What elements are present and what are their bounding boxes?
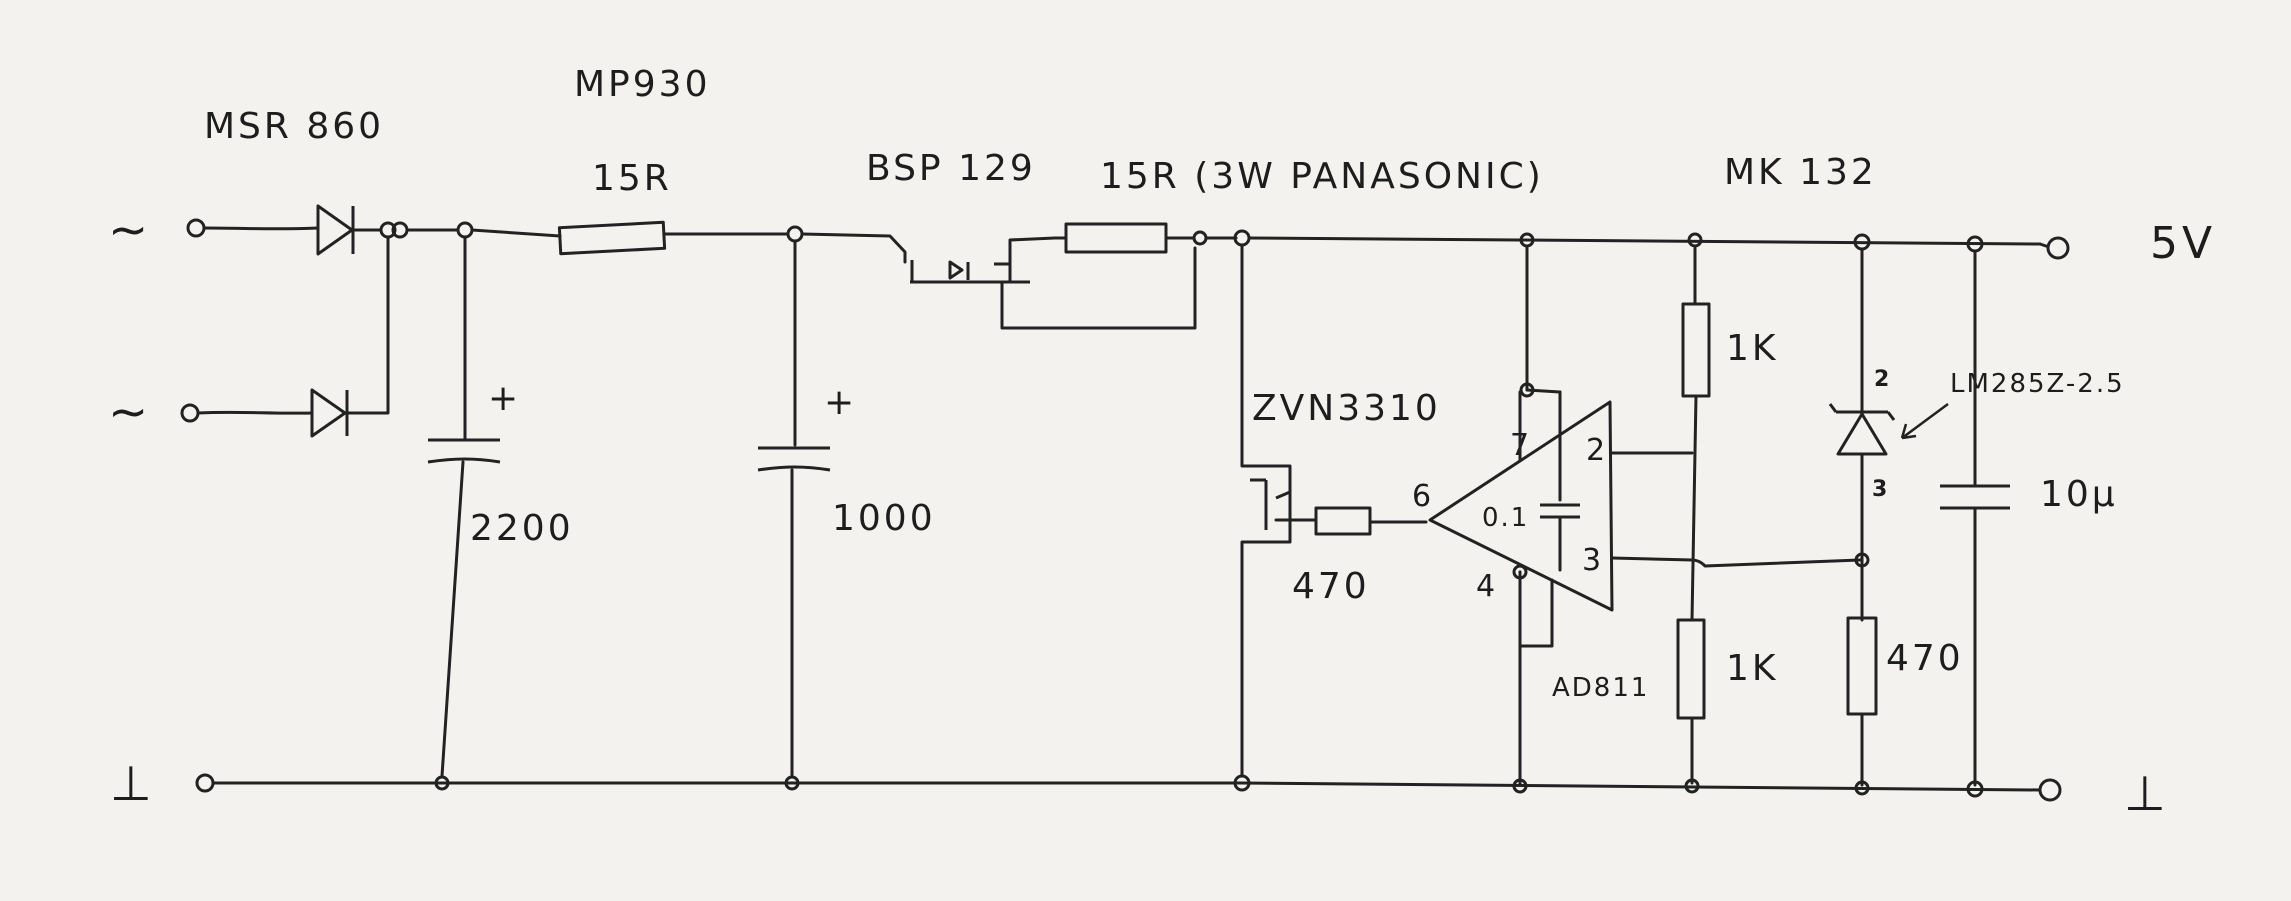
cap2-polarity: +	[824, 382, 857, 423]
opamp-pin-4: 4	[1476, 569, 1495, 604]
diode-1	[316, 204, 355, 256]
node-cap2-top	[786, 225, 804, 243]
r-bottom-label: 1K	[1726, 648, 1779, 689]
mosfet-zvn3310	[1250, 466, 1292, 542]
opamp-pin-2: 2	[1586, 433, 1605, 468]
capacitor-2200	[427, 438, 501, 464]
ground-symbol-right: ⊥	[2124, 766, 2166, 822]
cap2-value-label: 1000	[832, 498, 936, 539]
decoupling-cap-label: 0.1	[1482, 503, 1529, 533]
ac-input-terminal-2[interactable]	[180, 403, 200, 423]
opamp-pin-3: 3	[1582, 543, 1601, 578]
ground-terminal-left[interactable]	[195, 773, 215, 793]
node-gnd-cap2	[784, 775, 800, 791]
output-voltage-label: 5V	[2150, 218, 2216, 269]
resistor-470-ref	[1846, 616, 1878, 716]
opamp-part-label: AD811	[1552, 673, 1649, 703]
zener-pin-3: 3	[1872, 477, 1887, 502]
zener-part-label: LM285Z-2.5	[1950, 369, 2125, 399]
zener-lm285z	[1828, 403, 1896, 456]
node-gnd-cap1	[434, 775, 450, 791]
r-ref-label: 470	[1886, 638, 1964, 679]
ac-input-symbol-1: ~	[108, 202, 148, 258]
fuse-part-label: MP930	[574, 64, 710, 105]
fuse-resistor	[557, 220, 667, 256]
wire-ac1-diode	[202, 226, 320, 231]
mosfet-main-label: BSP 129	[866, 148, 1036, 189]
shunt-resistor-label: 15R (3W PANASONIC)	[1100, 156, 1544, 197]
capacitor-0-1	[1540, 503, 1580, 519]
r-top-label: 1K	[1726, 328, 1779, 369]
fuse-value-label: 15R	[592, 158, 672, 199]
wire-ac2-diode	[196, 410, 314, 415]
regulator-label: MK 132	[1724, 152, 1877, 193]
wire-diode2-to-rail	[345, 236, 390, 415]
node-gnd-opamp	[1512, 778, 1528, 794]
output-rail	[1247, 236, 2042, 246]
shunt-resistor	[1064, 222, 1168, 254]
ground-rail	[211, 781, 2042, 792]
resistor-1k-top	[1681, 302, 1711, 398]
diode-2	[310, 388, 349, 438]
mosfet-small-label: ZVN3310	[1252, 388, 1441, 429]
opamp-pin-6: 6	[1412, 479, 1431, 514]
resistor-1k-bottom	[1676, 618, 1706, 720]
node-shunt-out	[1192, 230, 1208, 246]
capacitor-10u	[1940, 484, 2010, 510]
gate-resistor-label: 470	[1292, 566, 1370, 607]
node-gnd-r1k	[1684, 778, 1700, 794]
cap1-polarity: +	[488, 378, 521, 419]
ac-input-terminal-1[interactable]	[186, 218, 206, 238]
ground-symbol-left: ⊥	[110, 756, 152, 812]
rectifier-label: MSR 860	[204, 106, 384, 147]
ground-terminal-right[interactable]	[2038, 778, 2062, 802]
zener-pin-2: 2	[1874, 367, 1889, 392]
wire-mosfet-bypass	[1000, 246, 1197, 330]
capacitor-1000	[757, 446, 831, 472]
zener-arrow	[1901, 402, 1949, 440]
mosfet-bsp129	[910, 260, 1030, 284]
out-cap-label: 10µ	[2040, 474, 2118, 515]
node-gnd-cap	[1966, 780, 1984, 798]
node-gnd-r470	[1854, 780, 1870, 796]
ac-input-symbol-2: ~	[108, 384, 148, 440]
node-cap1-top	[456, 221, 474, 239]
cap1-value-label: 2200	[470, 508, 574, 549]
gate-resistor	[1314, 506, 1372, 536]
output-terminal-5v[interactable]	[2046, 236, 2070, 260]
node-gnd-zvn	[1233, 774, 1251, 792]
